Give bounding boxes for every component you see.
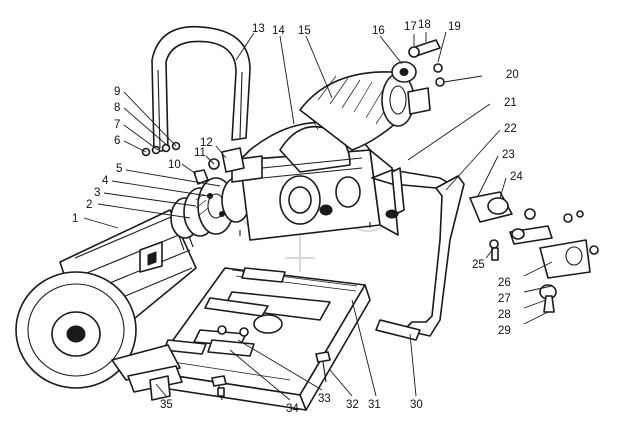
base-plate: [149, 267, 371, 411]
callout-10: 10: [168, 159, 181, 171]
callout-9: 9: [114, 86, 120, 98]
callout-34: 34: [286, 403, 299, 415]
callout-26: 26: [498, 277, 511, 289]
callout-17: 17: [404, 21, 417, 33]
callout-32: 32: [346, 399, 359, 411]
callout-33: 33: [318, 393, 331, 405]
callout-23: 23: [502, 149, 515, 161]
callout-28: 28: [498, 309, 511, 321]
leader-lines: [83, 31, 553, 401]
callout-8: 8: [114, 102, 120, 114]
callout-21: 21: [504, 97, 517, 109]
callout-31: 31: [368, 399, 381, 411]
callout-labels: 1 2 3 4 5 6 7 8 9 10 11 12 13 14 15 16 1…: [72, 19, 523, 415]
callout-18: 18: [418, 19, 431, 31]
callout-25: 25: [472, 259, 485, 271]
callout-14: 14: [272, 25, 285, 37]
cover-guard: [151, 25, 251, 153]
callout-12: 12: [200, 137, 213, 149]
callout-16: 16: [372, 25, 385, 37]
callout-13: 13: [252, 23, 265, 35]
callout-30: 30: [410, 399, 423, 411]
linkage-parts: [469, 191, 599, 313]
clamp-plates: [163, 325, 255, 357]
callout-11: 11: [194, 147, 206, 159]
electric-motor: [15, 209, 197, 389]
callout-6: 6: [114, 135, 120, 147]
callout-1: 1: [72, 213, 78, 225]
callout-27: 27: [498, 293, 511, 305]
collar-pulley: [391, 39, 445, 115]
callout-3: 3: [94, 187, 100, 199]
callout-4: 4: [102, 175, 109, 187]
callout-22: 22: [504, 123, 517, 135]
callout-29: 29: [498, 325, 511, 337]
callout-5: 5: [116, 163, 122, 175]
lever-and-rod: [371, 167, 465, 341]
coupling-assembly: [170, 177, 251, 239]
callout-19: 19: [448, 21, 461, 33]
callout-35: 35: [160, 399, 173, 411]
callout-20: 20: [506, 69, 519, 81]
callout-2: 2: [86, 199, 92, 211]
callout-24: 24: [510, 171, 523, 183]
callout-15: 15: [298, 25, 311, 37]
motor-feet: [127, 365, 183, 401]
callout-7: 7: [114, 119, 120, 131]
bolts: [211, 351, 331, 401]
